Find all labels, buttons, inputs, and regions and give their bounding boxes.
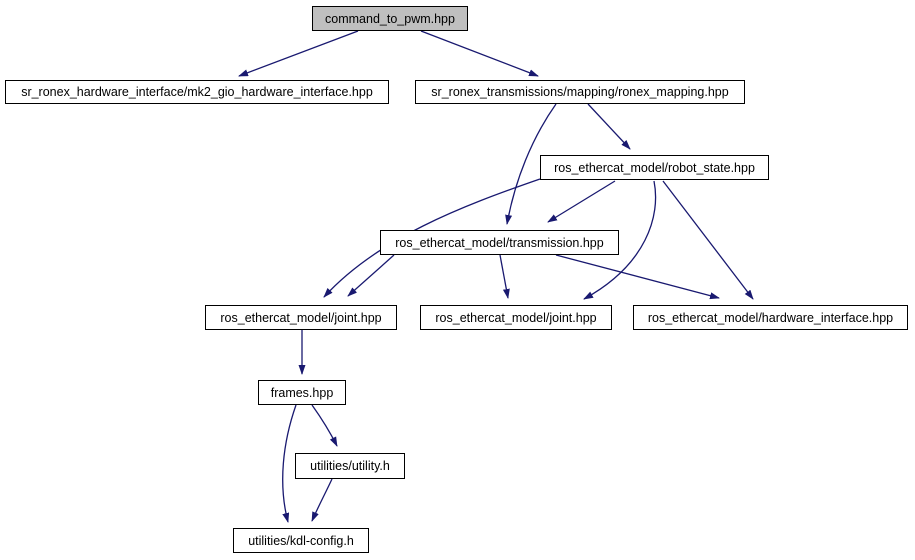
node-hardware-interface[interactable]: ros_ethercat_model/hardware_interface.hp…	[633, 305, 908, 330]
node-joint-left[interactable]: ros_ethercat_model/joint.hpp	[205, 305, 397, 330]
node-joint-mid[interactable]: ros_ethercat_model/joint.hpp	[420, 305, 612, 330]
node-transmission[interactable]: ros_ethercat_model/transmission.hpp	[380, 230, 619, 255]
edge-transmission-to-hardware_interface	[555, 254, 720, 300]
edge-command_to_pwm-to-ronex_mapping	[420, 30, 539, 77]
edge-ronex_mapping-to-robot_state	[587, 103, 631, 150]
edge-utility-to-kdl_config	[311, 478, 333, 522]
edge-frames-to-utility	[311, 404, 338, 447]
edge-transmission-to-joint_left	[347, 254, 395, 297]
edge-command_to_pwm-to-mk2_gio	[238, 30, 359, 77]
node-kdl-config[interactable]: utilities/kdl-config.h	[233, 528, 369, 553]
node-frames[interactable]: frames.hpp	[258, 380, 346, 405]
node-robot-state[interactable]: ros_ethercat_model/robot_state.hpp	[540, 155, 769, 180]
node-command-to-pwm[interactable]: command_to_pwm.hpp	[312, 6, 468, 31]
edge-robot_state-to-transmission	[547, 180, 616, 223]
node-utility[interactable]: utilities/utility.h	[295, 453, 405, 479]
edge-frames-to-kdl_config	[282, 404, 297, 523]
node-mk2-gio-hardware-interface[interactable]: sr_ronex_hardware_interface/mk2_gio_hard…	[5, 80, 389, 104]
edge-robot_state-to-hardware_interface	[662, 180, 754, 300]
node-ronex-mapping[interactable]: sr_ronex_transmissions/mapping/ronex_map…	[415, 80, 745, 104]
edge-transmission-to-joint_mid	[499, 254, 510, 299]
